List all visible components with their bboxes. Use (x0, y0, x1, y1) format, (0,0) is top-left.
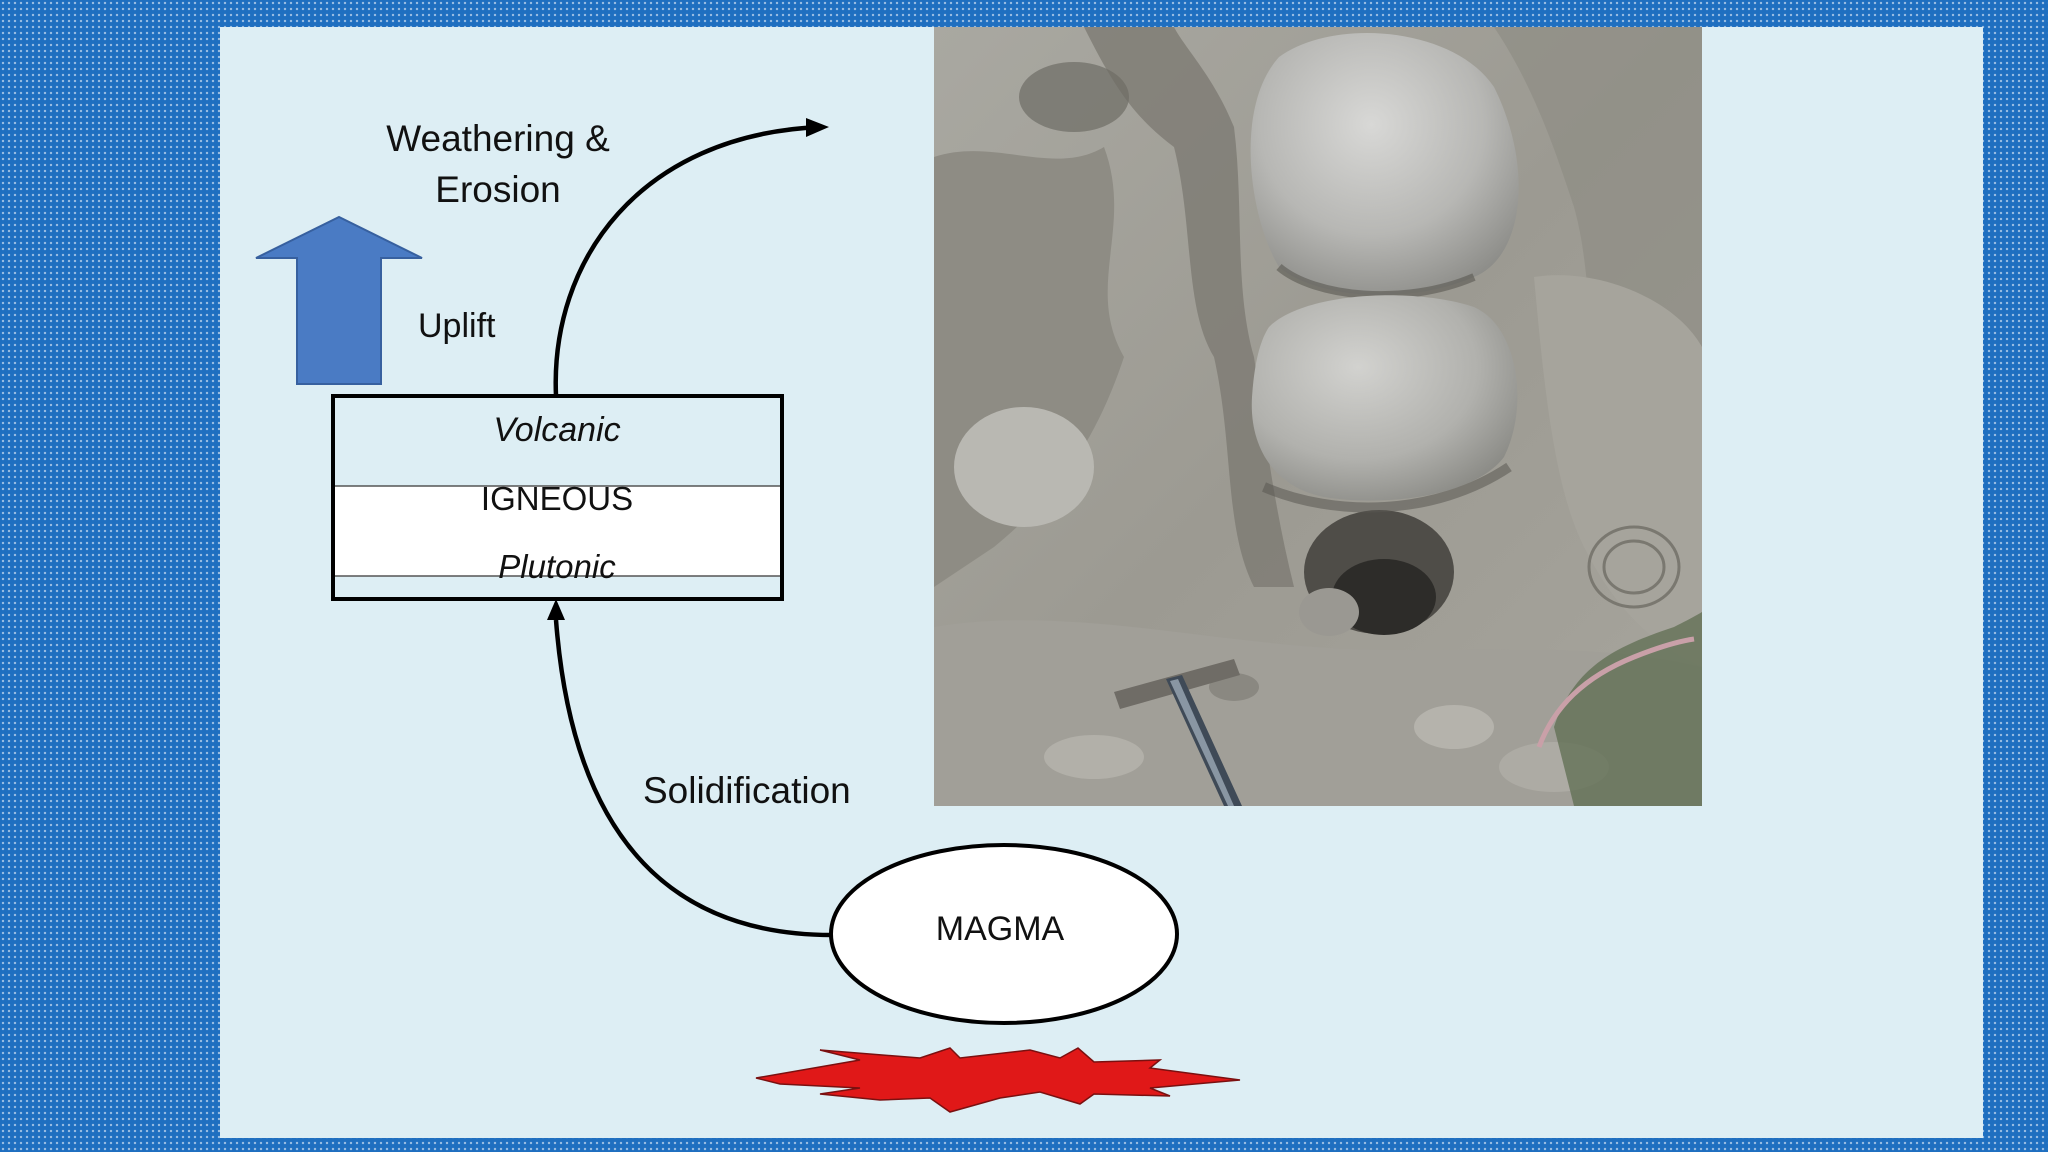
erosion-label: Erosion (435, 169, 561, 210)
heat-starburst (755, 1047, 1241, 1113)
weathering-curve-arrow (553, 124, 821, 397)
uplift-label: Uplift (418, 307, 496, 345)
plutonic-label: Plutonic (498, 548, 616, 585)
igneous-box (331, 394, 784, 601)
volcanic-label: Volcanic (493, 411, 621, 449)
igneous-label: IGNEOUS (480, 480, 634, 517)
weathering-label: Weathering & (386, 118, 610, 159)
solidification-label: Solidification (643, 770, 851, 811)
magma-ellipse (829, 843, 1179, 1025)
rock-outcrop-photo (934, 27, 1702, 806)
magma-label: MAGMA (935, 910, 1065, 948)
uplift-arrow (255, 215, 423, 385)
solidification-curve-arrow (553, 619, 833, 938)
